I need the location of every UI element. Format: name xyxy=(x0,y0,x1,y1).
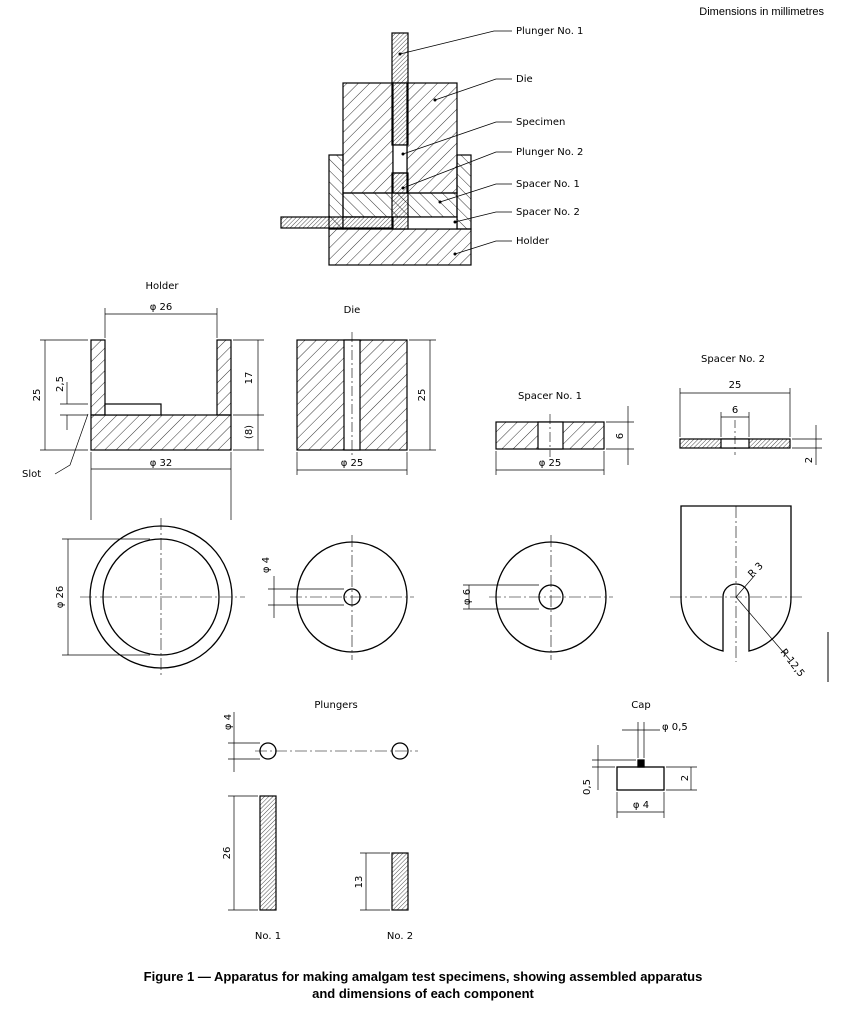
caption-line1: Figure 1 — Apparatus for making amalgam … xyxy=(143,969,703,984)
spacer2-thickness: 2 xyxy=(804,457,815,463)
cap-body xyxy=(616,759,665,791)
assembly-leaders xyxy=(399,30,512,255)
label-plunger1: Plunger No. 1 xyxy=(516,26,583,37)
holder-inner-height: 17 xyxy=(244,372,255,385)
spacer2-title: Spacer No. 2 xyxy=(701,354,765,365)
label-spacer2: Spacer No. 2 xyxy=(516,207,580,218)
holder-body xyxy=(328,228,472,266)
plungers-end-view xyxy=(228,712,418,772)
slot-bar xyxy=(280,216,394,229)
die-plan xyxy=(268,535,414,660)
holder-slot-label: Slot xyxy=(22,469,41,480)
holder-title: Holder xyxy=(145,281,179,292)
die-height: 25 xyxy=(417,389,428,402)
spacer2-plan xyxy=(670,505,829,682)
spacer1-title: Spacer No. 1 xyxy=(518,391,582,402)
cap-dia: φ 4 xyxy=(633,800,649,811)
cap-pin-height: 0,5 xyxy=(582,779,593,795)
spacer1-thickness: 6 xyxy=(615,433,626,439)
holder-section xyxy=(90,339,232,451)
plungers-title: Plungers xyxy=(314,700,357,711)
spacer1-dimension-lines xyxy=(495,406,634,475)
cap-height: 2 xyxy=(680,775,691,781)
plunger1-label: No. 1 xyxy=(255,931,281,942)
label-specimen: Specimen xyxy=(516,117,565,128)
plunger1 xyxy=(391,32,409,146)
holder-plan xyxy=(62,518,245,677)
spacer2-dimension-lines xyxy=(679,388,822,465)
spacer2-radius-outer: R 12,5 xyxy=(778,647,807,679)
spacer1-plan xyxy=(463,535,613,660)
plungers-dia: φ 4 xyxy=(223,714,234,730)
die-hole-dia: φ 4 xyxy=(261,557,272,573)
specimen xyxy=(392,144,408,174)
die-dia: φ 25 xyxy=(341,458,364,469)
holder-dimension-lines xyxy=(40,308,264,520)
label-holder: Holder xyxy=(516,236,550,247)
spacer1-dia: φ 25 xyxy=(539,458,562,469)
plunger1-length: 26 xyxy=(222,847,233,860)
label-die: Die xyxy=(516,74,533,85)
caption-line2: and dimensions of each component xyxy=(312,986,534,1001)
plunger2 xyxy=(391,172,409,230)
holder-height: 25 xyxy=(32,389,43,402)
holder-dia-top: φ 26 xyxy=(150,302,173,313)
plunger-no1 xyxy=(259,795,277,911)
holder-base: (8) xyxy=(244,425,255,439)
cap-dimension-lines xyxy=(592,722,697,818)
spacer2-width: 25 xyxy=(729,380,742,391)
die-dimension-lines xyxy=(296,332,436,475)
plungers-dimension-lines xyxy=(228,795,390,911)
plunger2-label: No. 2 xyxy=(387,931,413,942)
spacer2-slot-width: 6 xyxy=(732,405,738,416)
holder-dia-plan: φ 26 xyxy=(55,586,66,609)
plunger2-length: 13 xyxy=(354,876,365,889)
assembly-view xyxy=(280,32,472,266)
figure-caption: Figure 1 — Apparatus for making amalgam … xyxy=(0,968,846,1002)
spacer1-hole-dia: φ 6 xyxy=(462,589,473,605)
assembly-leader-dots xyxy=(398,52,457,256)
holder-dia-base: φ 32 xyxy=(150,458,173,469)
label-plunger2: Plunger No. 2 xyxy=(516,147,583,158)
label-spacer1: Spacer No. 1 xyxy=(516,179,580,190)
cap-pin-dia: φ 0,5 xyxy=(662,722,688,733)
dimensions-note: Dimensions in millimetres xyxy=(699,6,824,18)
spacer2-radius-slot: R 3 xyxy=(746,561,765,580)
plunger-no2 xyxy=(391,852,409,911)
holder-slot-height: 2,5 xyxy=(55,376,66,392)
cap-title: Cap xyxy=(631,700,650,711)
die-title: Die xyxy=(344,305,361,316)
